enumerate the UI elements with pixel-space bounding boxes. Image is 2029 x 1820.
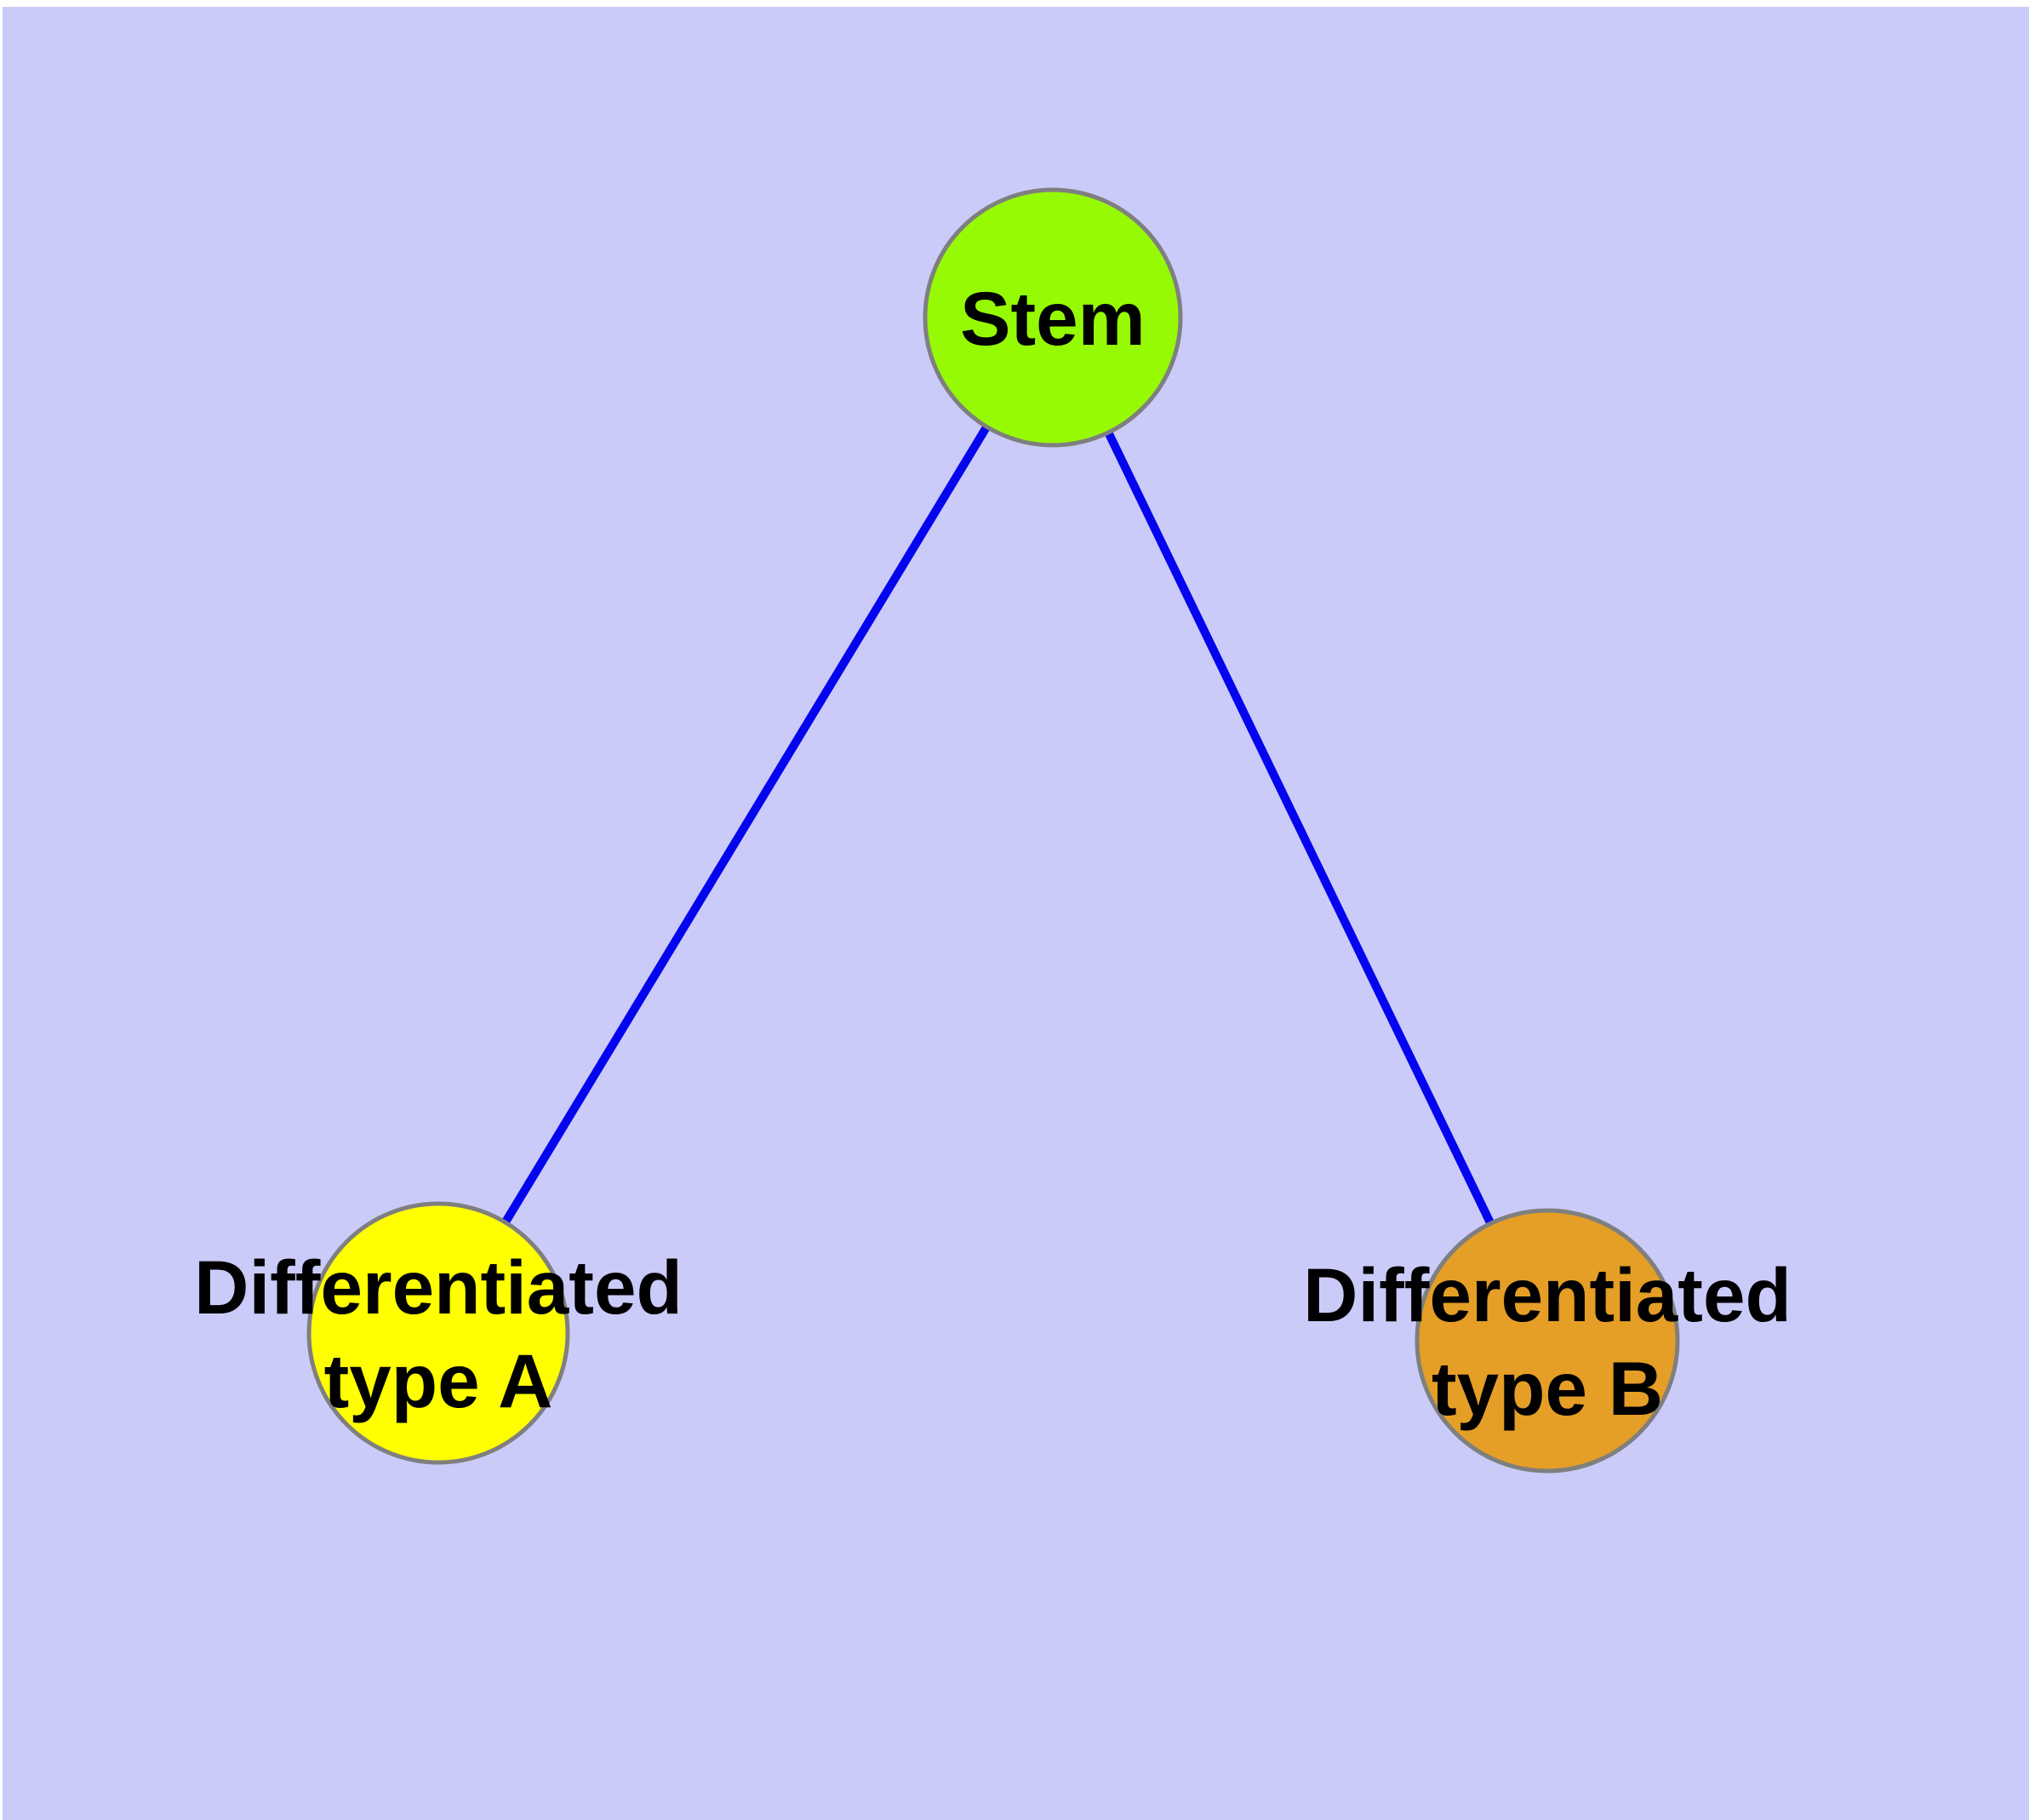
node-differentiated-type-b-circle bbox=[1415, 1208, 1680, 1474]
node-stem-label: Stem bbox=[960, 276, 1146, 361]
node-differentiated-type-a-circle bbox=[306, 1201, 570, 1465]
edge-stem-to-differentiated-type-a bbox=[434, 315, 1057, 1336]
node-stem-circle bbox=[923, 187, 1183, 448]
edge-stem-to-differentiated-type-b bbox=[1049, 315, 1552, 1343]
